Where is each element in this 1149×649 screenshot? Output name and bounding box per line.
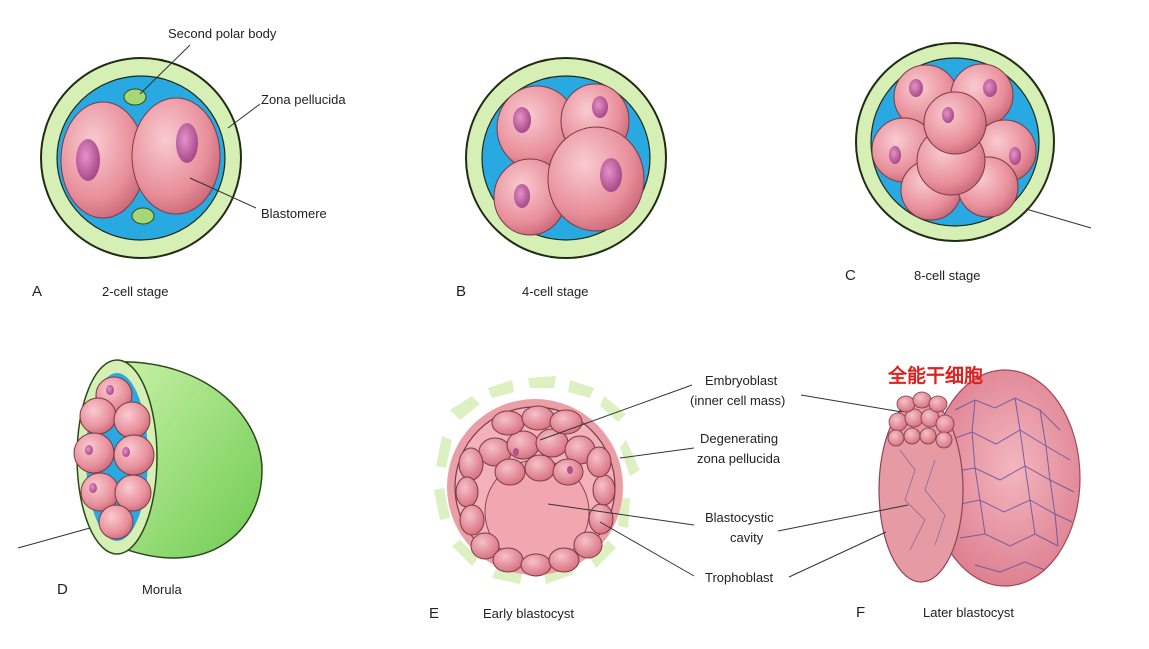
blastomere-b4 [547, 126, 645, 232]
label-inner-cell-mass: (inner cell mass) [690, 393, 785, 408]
label-trophoblast: Trophoblast [705, 570, 774, 585]
nucleus-icon [909, 79, 923, 97]
caption-2-cell-stage: 2-cell stage [102, 284, 168, 299]
nucleus-icon [513, 107, 531, 133]
nucleus-icon [76, 139, 100, 181]
panel-f-later-blastocyst: 全能干细胞 F Later blastocyst [777, 364, 1081, 621]
panel-b-4-cell-stage: B 4-cell stage [456, 57, 667, 300]
nucleus-icon [942, 107, 954, 123]
panel-a-2-cell-stage: Second polar body Zona pellucida Blastom… [32, 26, 346, 300]
panel-letter-b: B [456, 283, 466, 300]
nucleus-icon [600, 158, 622, 192]
nucleus-icon [592, 96, 608, 118]
panel-letter-c: C [845, 267, 856, 284]
morula-cell [114, 474, 152, 512]
panel-d-morula: D Morula [17, 359, 263, 598]
caption-8-cell-stage: 8-cell stage [914, 268, 980, 283]
morula-cell [98, 504, 134, 540]
caption-morula: Morula [142, 582, 183, 597]
blastomere-c [923, 91, 987, 155]
morula-cell [113, 434, 155, 476]
caption-early-blastocyst: Early blastocyst [483, 606, 574, 621]
nucleus-icon [514, 184, 530, 208]
nucleus-icon [889, 146, 901, 164]
nucleus-icon [1009, 147, 1021, 165]
nucleus-icon [89, 483, 97, 493]
label-blastomere: Blastomere [261, 206, 327, 221]
label-degenerating: Degenerating [700, 431, 778, 446]
panel-letter-a: A [32, 283, 42, 300]
morula-cell [79, 397, 117, 435]
caption-later-blastocyst: Later blastocyst [923, 605, 1014, 620]
inner-cell-mass [478, 405, 596, 486]
label-degenerating-zona: zona pellucida [697, 451, 781, 466]
panel-c-8-cell-stage: C 8-cell stage [845, 42, 1092, 284]
label-second-polar-body: Second polar body [168, 26, 277, 41]
nucleus-icon [983, 79, 997, 97]
label-blastocystic: Blastocystic [705, 510, 774, 525]
inner-cell-mass-f [887, 391, 955, 449]
nucleus-icon [122, 447, 130, 457]
nucleus-icon [513, 448, 519, 456]
panel-letter-d: D [57, 581, 68, 598]
panel-letter-f: F [856, 604, 865, 621]
trophoblast-cells [455, 446, 616, 577]
nucleus-icon [85, 445, 93, 455]
label-totipotent-stem-cell-cn: 全能干细胞 [887, 364, 983, 387]
caption-4-cell-stage: 4-cell stage [522, 284, 588, 299]
cell-boundary-network [949, 397, 1075, 573]
panel-e-early-blastocyst: Embryoblast (inner cell mass) Degenerati… [429, 373, 785, 622]
inner-cavity-vessels [899, 449, 946, 551]
label-zona-pellucida: Zona pellucida [261, 92, 346, 107]
label-cavity: cavity [730, 530, 764, 545]
nucleus-icon [176, 123, 198, 163]
morula-cell [73, 432, 115, 474]
polar-body-bottom [131, 207, 155, 225]
label-embryoblast: Embryoblast [705, 373, 778, 388]
nucleus-icon [567, 466, 573, 474]
nucleus-icon [106, 385, 114, 395]
morula-cell [113, 401, 151, 439]
panel-letter-e: E [429, 605, 439, 622]
blastomere-right [131, 97, 221, 215]
